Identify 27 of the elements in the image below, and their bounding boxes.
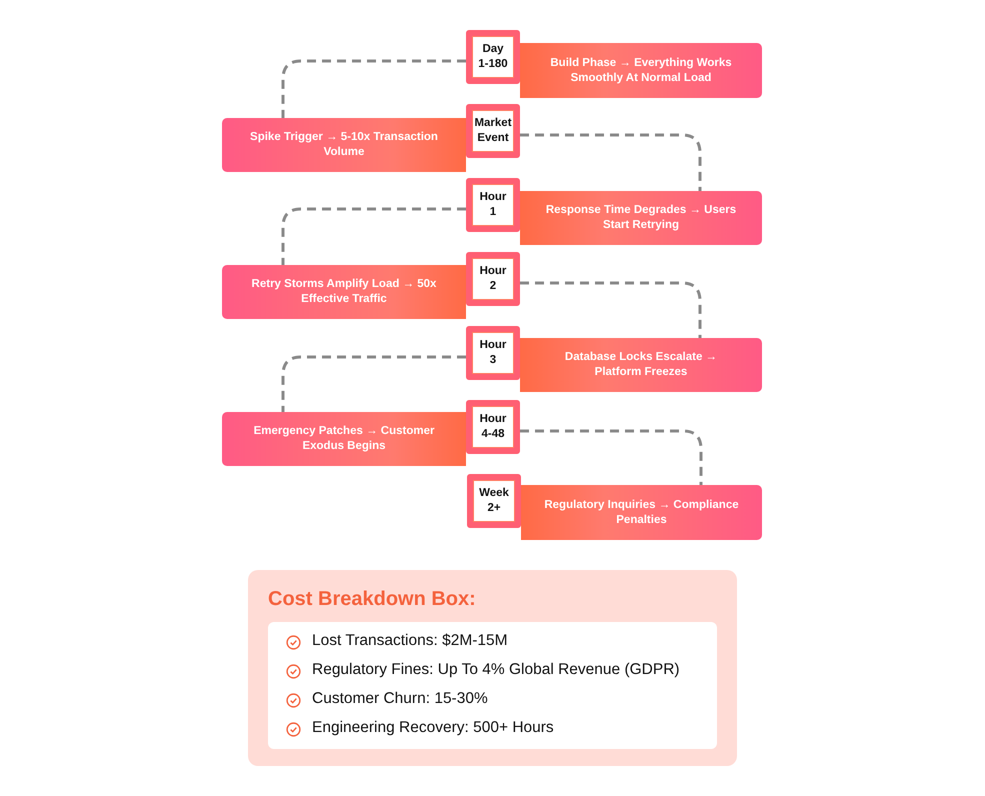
dashed-connector xyxy=(520,430,702,485)
cost-item: Engineering Recovery: 500+ Hours xyxy=(312,719,554,737)
timeline-banner: Retry Storms Amplify Load → 50x Effective Traffic xyxy=(222,265,466,319)
timeline-banner: Build Phase → Everything Works Smoothly At Normal Load xyxy=(520,43,762,98)
list-panel xyxy=(268,622,717,749)
cost-card xyxy=(248,570,737,766)
timeline-banner: Emergency Patches → Customer Exodus Begins xyxy=(222,412,466,466)
cost-item: Lost Transactions: $2M-15M xyxy=(312,632,508,650)
timeline-banner: Spike Trigger → 5-10x Transaction Volume xyxy=(222,118,466,172)
time-badge: Hour 1 xyxy=(466,178,520,232)
dashed-connector xyxy=(520,134,702,191)
dashed-connector xyxy=(282,208,466,265)
cost-item: Regulatory Fines: Up To 4% Global Revenue (GDPR) xyxy=(312,661,680,679)
time-badge: Hour 4-48 xyxy=(466,400,520,454)
dashed-connector xyxy=(282,356,466,412)
time-badge: Market Event xyxy=(466,104,520,158)
timeline-banner: Database Locks Escalate → Platform Freezes xyxy=(520,338,762,392)
time-badge: Hour 2 xyxy=(466,252,520,306)
dashed-connector xyxy=(282,60,466,118)
time-badge: Day 1-180 xyxy=(466,30,520,84)
dashed-connector xyxy=(520,282,702,338)
timeline-banner: Regulatory Inquiries → Compliance Penalties xyxy=(521,485,762,540)
time-badge: Week 2+ xyxy=(467,474,521,528)
card-title: Cost Breakdown Box: xyxy=(268,588,476,611)
time-badge: Hour 3 xyxy=(466,326,520,380)
cost-item: Customer Churn: 15-30% xyxy=(312,690,488,708)
timeline-banner: Response Time Degrades → Users Start Retrying xyxy=(520,191,762,245)
